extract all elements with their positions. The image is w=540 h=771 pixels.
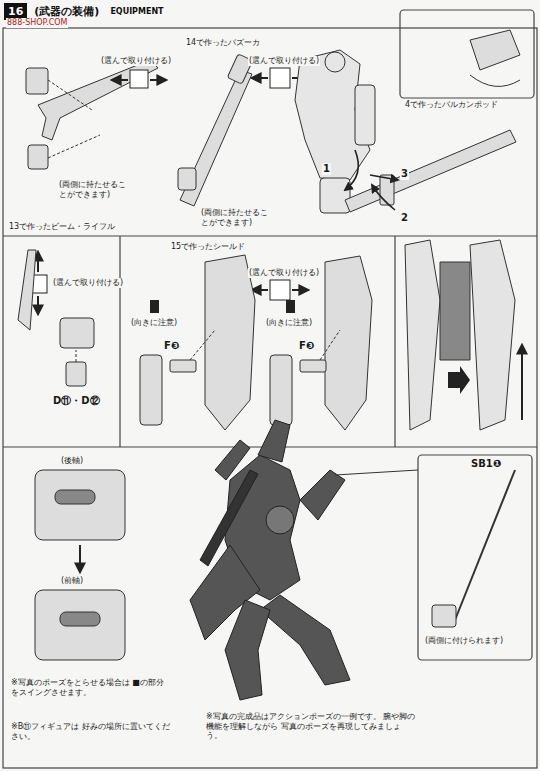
bazooka: [178, 54, 253, 206]
part-caption: 4で作ったバルカンポッド: [404, 100, 499, 110]
arm: [270, 355, 292, 425]
slide-arrow: [521, 345, 523, 420]
watermark: 888-SHOP.COM: [6, 18, 68, 28]
arm: [140, 355, 162, 425]
part-f3: [300, 360, 326, 372]
footnote: ※写真のポーズをとらせる場合は ■の部分をスイングさせます。: [10, 678, 172, 697]
part-caption: 14で作ったバズーカ: [185, 38, 261, 48]
shield: [140, 255, 372, 430]
part-caption: 13で作ったビーム・ライフル: [8, 222, 116, 232]
bazooka: [345, 130, 516, 212]
beam-rifle: [26, 60, 158, 169]
detail-box: [400, 10, 534, 98]
section-title: EQUIPMENT: [106, 5, 167, 18]
step-arrow: [345, 150, 398, 210]
part-number: F❸: [298, 340, 315, 352]
caution-note: (向きに注意): [265, 318, 313, 328]
callout-number: 2: [400, 212, 409, 224]
panel-divider: [3, 235, 537, 236]
caution-icon: [150, 300, 295, 313]
instruction-note: (両側に付けられます): [424, 636, 526, 646]
leader-line: [190, 330, 340, 360]
hand: [178, 168, 196, 190]
callout-number: 3: [400, 168, 409, 180]
part-number: SB1❶: [470, 458, 502, 470]
rifle-waist: [18, 250, 94, 386]
choose-icon: [29, 68, 290, 300]
callout-number: 1: [322, 163, 331, 175]
leader-line: [76, 350, 77, 362]
caution-note: (向きに注意): [130, 318, 178, 328]
view-label: (前軸): [60, 576, 84, 586]
panel-divider: [119, 236, 120, 447]
view-label: (後軸): [60, 456, 84, 466]
leader-line: [335, 470, 418, 475]
instruction-note: (選んで取り付ける): [100, 56, 172, 66]
footnote: ※B⑪フィギュアは 好みの場所に置いてください。: [10, 722, 172, 741]
footnote: ※写真の完成品はアクションポーズの一例です。 腕や脚の機能を理解しながら 写真の…: [205, 712, 417, 741]
choose-arrow: [38, 78, 308, 314]
panel-frames: [3, 10, 537, 768]
page-frame: [3, 28, 537, 768]
instruction-note: (選んで取り付ける): [248, 56, 320, 66]
vulcan-pod: [470, 30, 520, 86]
flow-arrow: [448, 366, 470, 394]
instruction-note: (両側に持たせることができます): [58, 180, 130, 199]
panel-divider: [394, 236, 395, 447]
hand: [26, 68, 48, 94]
part-caption: 15で作ったシールド: [170, 242, 246, 252]
hand: [432, 605, 456, 627]
mech-body: [295, 50, 375, 213]
part-number: F❸: [163, 340, 180, 352]
waist-joint: [35, 470, 125, 660]
instruction-note: (選んで取り付ける): [248, 268, 320, 278]
part-d11: [66, 362, 86, 386]
waist: [60, 318, 94, 348]
instruction-note: (両側に持たせることができます): [200, 208, 272, 227]
beam-saber: [455, 470, 515, 620]
part-number: D⑪・D⑫: [52, 395, 101, 407]
hand: [28, 145, 48, 169]
shield-detail: [405, 240, 515, 430]
part-f3: [170, 360, 196, 372]
instruction-note: (選んで取り付ける): [52, 278, 124, 288]
flow-arrow: [79, 545, 81, 572]
posed-mech: [190, 420, 350, 700]
leader-line: [48, 80, 100, 158]
detail-box: [418, 455, 532, 660]
